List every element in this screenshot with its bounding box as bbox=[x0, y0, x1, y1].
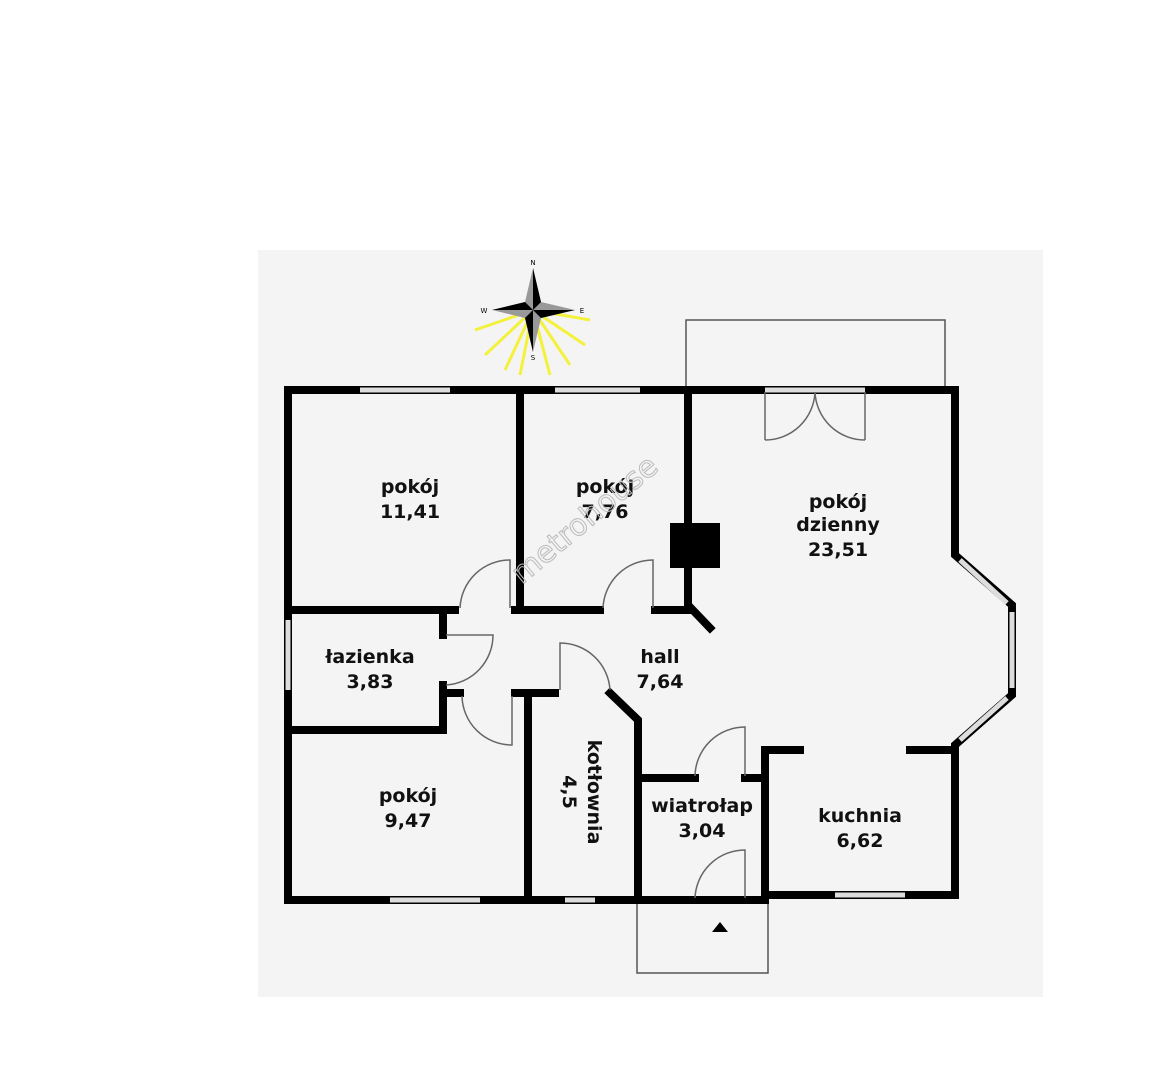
svg-text:dzienny: dzienny bbox=[796, 514, 880, 536]
svg-text:9,47: 9,47 bbox=[385, 810, 432, 832]
svg-text:4,5: 4,5 bbox=[558, 775, 580, 809]
svg-text:7,64: 7,64 bbox=[637, 671, 684, 693]
svg-text:pokój: pokój bbox=[809, 491, 867, 513]
windows bbox=[285, 387, 1015, 903]
svg-text:7,76: 7,76 bbox=[582, 501, 629, 523]
svg-text:23,51: 23,51 bbox=[808, 539, 868, 561]
compass-w: W bbox=[481, 307, 488, 315]
room-label-wiatrolap: wiatrołap 3,04 bbox=[651, 795, 753, 842]
room-label-pokoj-dzienny: pokój dzienny 23,51 bbox=[796, 491, 880, 561]
room-label-kuchnia: kuchnia 6,62 bbox=[818, 805, 902, 852]
room-label-pokoj-3: pokój 9,47 bbox=[379, 785, 437, 832]
svg-text:3,04: 3,04 bbox=[679, 820, 726, 842]
svg-text:kotłownia: kotłownia bbox=[583, 740, 605, 845]
compass-s: S bbox=[531, 354, 536, 362]
compass-e: E bbox=[580, 307, 584, 315]
svg-text:hall: hall bbox=[640, 646, 679, 668]
room-label-hall: hall 7,64 bbox=[637, 646, 684, 693]
svg-text:3,83: 3,83 bbox=[347, 671, 394, 693]
walls bbox=[284, 386, 1016, 904]
entrance-arrow-icon bbox=[712, 922, 728, 932]
room-label-pokoj-2: pokój 7,76 bbox=[576, 476, 634, 523]
svg-text:6,62: 6,62 bbox=[837, 830, 884, 852]
svg-text:11,41: 11,41 bbox=[380, 501, 440, 523]
room-label-pokoj-1: pokój 11,41 bbox=[380, 476, 440, 523]
compass-n: N bbox=[530, 259, 535, 267]
svg-text:pokój: pokój bbox=[379, 785, 437, 807]
plan-background bbox=[258, 250, 1043, 997]
svg-text:kuchnia: kuchnia bbox=[818, 805, 902, 827]
doors bbox=[445, 391, 866, 899]
svg-text:łazienka: łazienka bbox=[324, 646, 414, 668]
room-label-kotlownia: kotłownia 4,5 bbox=[558, 740, 605, 845]
room-label-lazienka: łazienka 3,83 bbox=[324, 646, 414, 693]
svg-text:pokój: pokój bbox=[381, 476, 439, 498]
svg-text:wiatrołap: wiatrołap bbox=[651, 795, 753, 817]
svg-text:pokój: pokój bbox=[576, 476, 634, 498]
compass-icon: N S E W bbox=[474, 259, 591, 376]
